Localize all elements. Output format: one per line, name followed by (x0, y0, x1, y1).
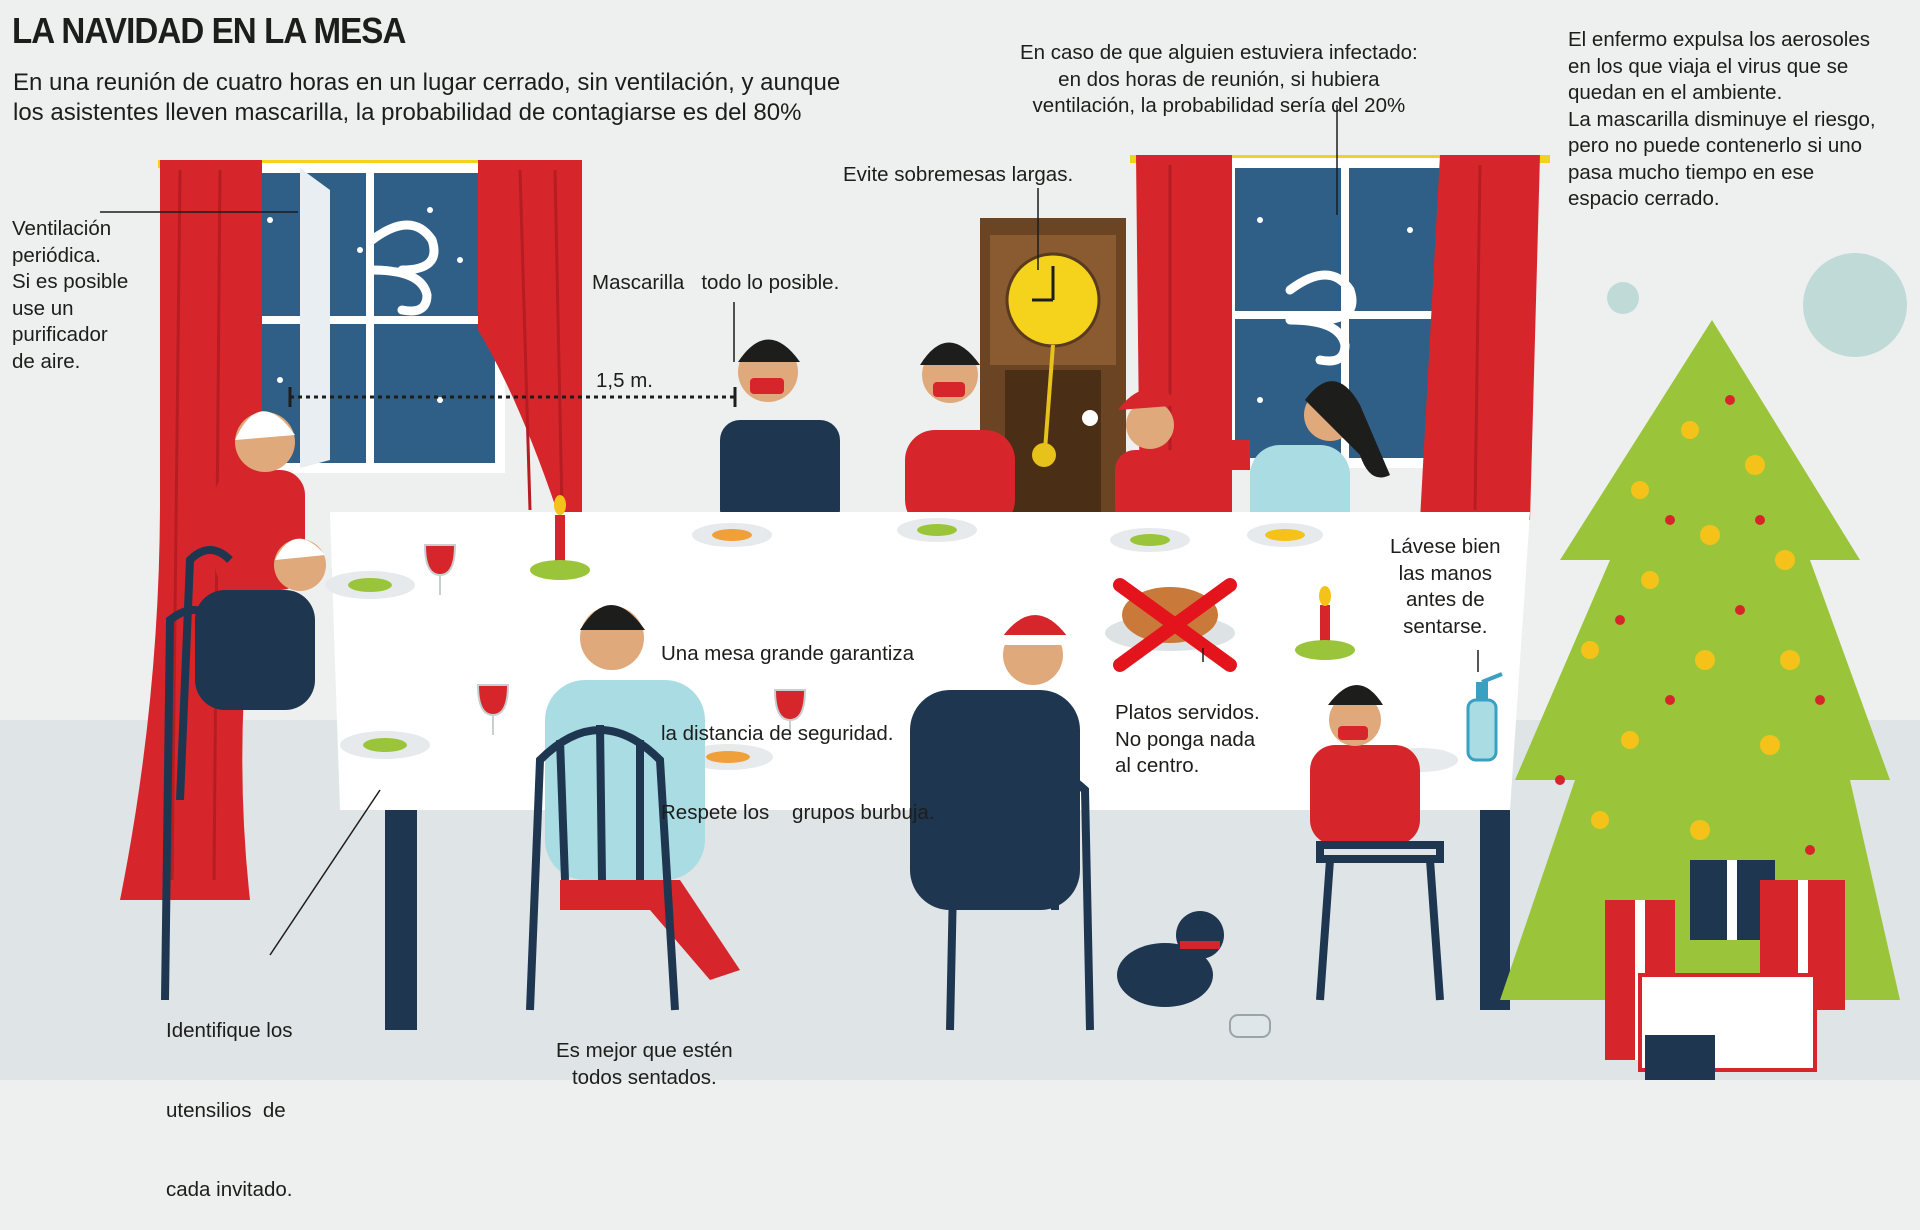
left-window (158, 160, 578, 473)
note-line: al centro. (1115, 754, 1200, 777)
note-line: quedan en el ambiente. (1568, 81, 1783, 104)
seated-note: Es mejor que estén todos sentados. (556, 1038, 733, 1091)
virus-icon (1607, 282, 1639, 314)
note-line: la distancia de seguridad. (661, 721, 894, 745)
note-line: ventilación, la probabilidad sería del 2… (1032, 94, 1406, 117)
note-line: El enfermo expulsa los aerosoles (1568, 28, 1870, 51)
grandfather-clock (980, 218, 1126, 518)
note-line: en dos horas de reunión, si hubiera (1058, 67, 1380, 91)
note-line: de aire. (12, 349, 81, 373)
lead-line: En una reunión de cuatro horas en un lug… (13, 69, 841, 96)
gift-boxes (1605, 860, 1845, 1080)
wind-icon (367, 220, 439, 316)
note-line: todos sentados. (571, 1065, 717, 1089)
page-title: LA NAVIDAD EN LA MESA (12, 10, 406, 51)
mask-note: Mascarilla todo lo posible. (592, 271, 840, 294)
note-line: Identifique los (166, 1019, 293, 1042)
lead-line: los asistentes lleven mascarilla, la pro… (13, 99, 802, 126)
note-line: No ponga nada (1115, 727, 1256, 751)
note-line: espacio cerrado. (1568, 187, 1720, 210)
note-line: utensilios de (166, 1098, 286, 1122)
left-curtains (120, 160, 582, 900)
note-line: Respete los grupos burbuja. (661, 801, 935, 824)
note-line: periódica. (12, 243, 101, 267)
utensils-note: Identifique los utensilios de cada invit… (166, 965, 293, 1230)
lead-text: En una reunión de cuatro horas en un lug… (13, 68, 840, 128)
note-line: las manos (1398, 561, 1492, 585)
left-diners (195, 411, 326, 710)
note-line: cada invitado. (166, 1178, 293, 1201)
note-line: En caso de que alguien estuviera infecta… (1020, 41, 1418, 64)
distance-label: 1,5 m. (596, 369, 653, 392)
note-line: Si es posible (12, 270, 129, 293)
virus-icon (1803, 253, 1907, 357)
note-line: Una mesa grande garantiza (661, 642, 914, 665)
note-line: La mascarilla disminuye el riesgo, (1568, 107, 1876, 131)
note-line: pero no puede contenerlo si uno (1568, 134, 1863, 157)
ventilation-note: Ventilación periódica. Si es posible use… (12, 216, 128, 375)
note-line: sentarse. (1403, 614, 1488, 638)
note-line: Ventilación (12, 217, 112, 240)
prohibited-x-icon (1113, 578, 1237, 672)
note-line: antes de (1405, 588, 1485, 611)
note-line: purificador (12, 323, 108, 346)
plates-note: Platos servidos. No ponga nada al centro… (1115, 700, 1260, 780)
dog-icon (1117, 911, 1271, 1038)
candle-icon (1320, 605, 1330, 645)
note-line: Platos servidos. (1115, 701, 1260, 724)
candle-icon (555, 515, 565, 563)
callout-lines (100, 105, 1479, 956)
note-line: pasa mucho tiempo en ese (1568, 160, 1815, 184)
sobremesa-note: Evite sobremesas largas. (843, 163, 1074, 186)
table-note: Una mesa grande garantiza la distancia d… (661, 588, 935, 853)
wind-icon (1285, 270, 1357, 366)
chairs (161, 546, 1444, 1031)
infected-note: En caso de que alguien estuviera infecta… (1020, 40, 1418, 120)
christmas-dinner-illustration (0, 105, 1920, 1080)
note-line: Lávese bien (1390, 535, 1501, 558)
hands-note: Lávese bien las manos antes de sentarse. (1390, 534, 1501, 640)
hand-sanitizer-icon (1466, 672, 1503, 762)
note-line: en los que viaja el virus que se (1568, 54, 1849, 78)
christmas-tree (1500, 320, 1900, 1000)
distance-indicator (288, 387, 737, 407)
note-line: Es mejor que estén (556, 1039, 733, 1062)
note-line: use un (12, 296, 74, 320)
aerosol-note: El enfermo expulsa los aerosoles en los … (1568, 27, 1876, 213)
